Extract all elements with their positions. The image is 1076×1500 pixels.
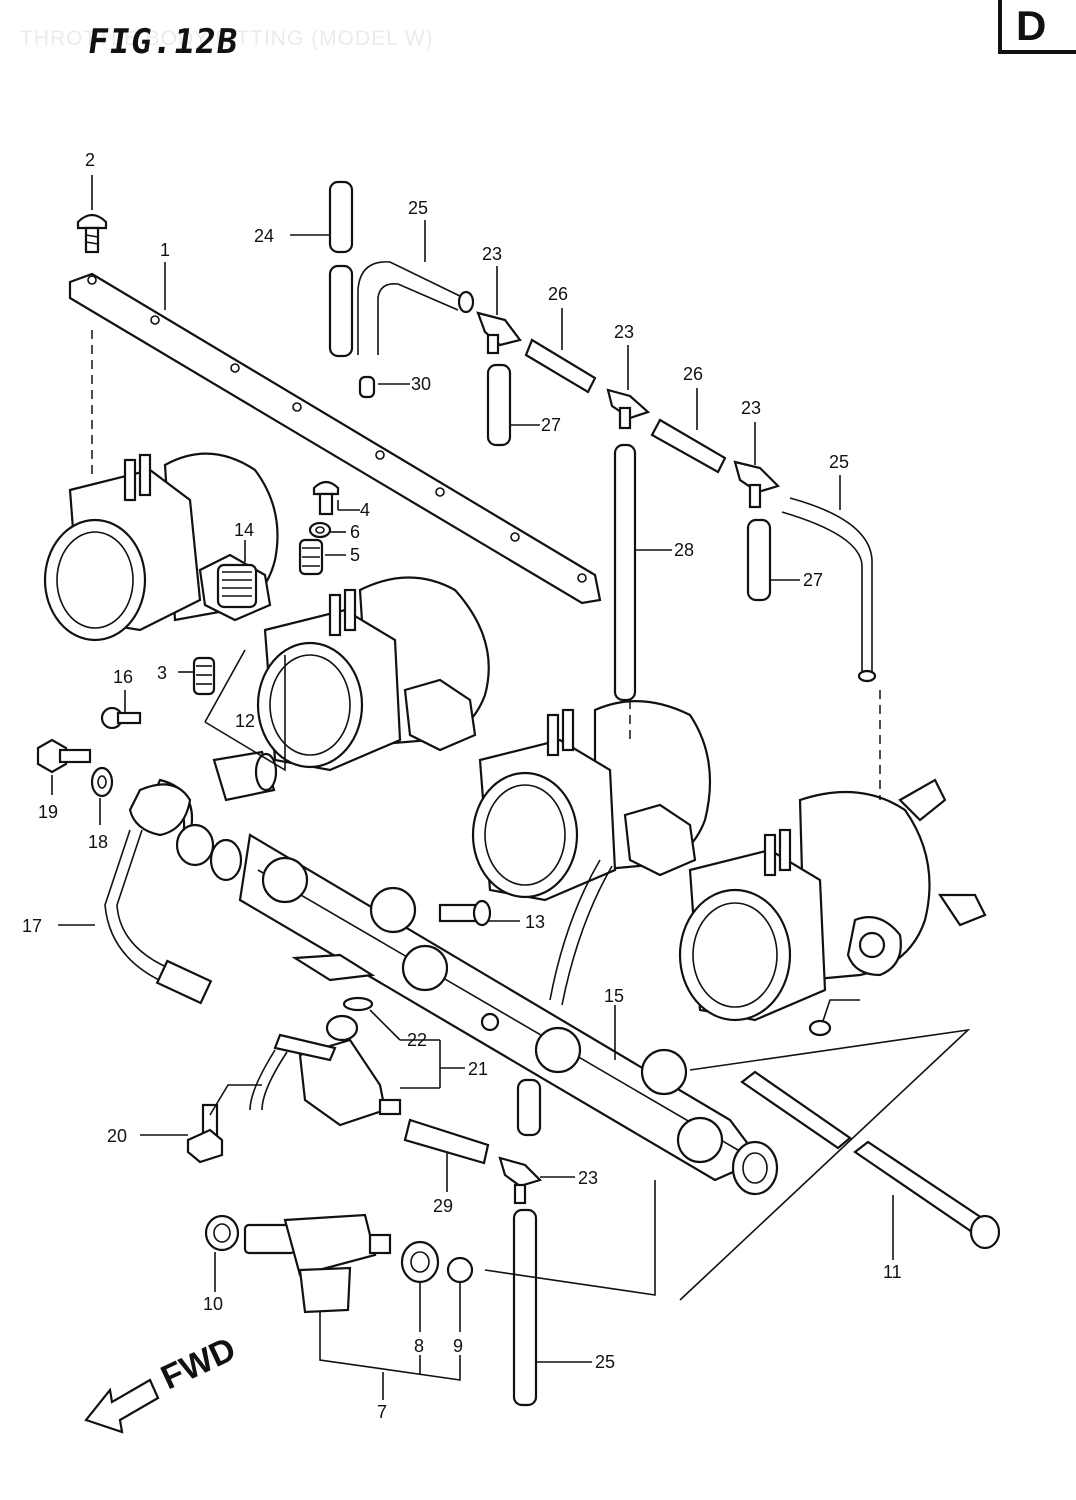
leader-lines bbox=[51, 175, 894, 1400]
callout-23-c: 23 bbox=[741, 398, 761, 418]
callout-8: 8 bbox=[414, 1336, 424, 1356]
callout-23-d: 23 bbox=[578, 1168, 598, 1188]
callout-23-a: 23 bbox=[482, 244, 502, 264]
callout-14: 14 bbox=[234, 520, 254, 540]
callout-16: 16 bbox=[113, 667, 133, 687]
part-26-hose-2 bbox=[650, 418, 727, 474]
part-9-o-ring bbox=[446, 1256, 474, 1284]
section-letter: D bbox=[1016, 2, 1047, 49]
callout-21: 21 bbox=[468, 1059, 488, 1079]
part-22-o-ring bbox=[342, 996, 374, 1012]
callout-17: 17 bbox=[22, 916, 42, 936]
callout-9: 9 bbox=[453, 1336, 463, 1356]
fwd-arrow-icon bbox=[84, 1378, 160, 1434]
callout-15: 15 bbox=[604, 986, 624, 1006]
part-18-washer bbox=[90, 766, 114, 798]
part-12-spacer bbox=[204, 649, 286, 802]
part-20-bolt bbox=[186, 1084, 262, 1164]
part-28-hose bbox=[516, 443, 637, 1137]
callout-27-b: 27 bbox=[803, 570, 823, 590]
callout-20: 20 bbox=[107, 1126, 127, 1146]
callout-3: 3 bbox=[157, 663, 167, 683]
throttle-body-3 bbox=[471, 700, 712, 902]
part-27-hose-2 bbox=[746, 518, 772, 602]
part-11-long-bolt bbox=[679, 1028, 1001, 1301]
callout-27-a: 27 bbox=[541, 415, 561, 435]
throttle-body-1 bbox=[43, 452, 279, 642]
callout-11: 11 bbox=[883, 1262, 902, 1282]
part-24-hose bbox=[328, 180, 354, 358]
callout-25-right: 25 bbox=[829, 452, 849, 472]
callout-6: 6 bbox=[350, 522, 360, 542]
part-8-grommet bbox=[400, 1240, 440, 1284]
throttle-body-4 bbox=[678, 778, 987, 1037]
part-6-washer bbox=[308, 521, 332, 539]
callout-26-a: 26 bbox=[548, 284, 568, 304]
callout-24: 24 bbox=[254, 226, 274, 246]
callout-4: 4 bbox=[360, 500, 370, 520]
part-17-pipe bbox=[104, 778, 243, 1005]
callout-26-b: 26 bbox=[683, 364, 703, 384]
faint-figure-caption: THROTTLE BODY FITTING (MODEL W) bbox=[20, 27, 434, 50]
part-10-seal bbox=[204, 1214, 240, 1252]
part-19-bolt bbox=[36, 738, 92, 774]
part-23-tee-2 bbox=[606, 388, 651, 430]
part-15-fuel-rail bbox=[238, 833, 779, 1196]
part-26-hose-1 bbox=[524, 338, 597, 394]
part-23-tee-3 bbox=[733, 460, 781, 509]
part-5-spring bbox=[298, 538, 324, 576]
part-7-injector bbox=[243, 1213, 392, 1314]
callout-18: 18 bbox=[88, 832, 108, 852]
part-13-bolt bbox=[438, 899, 492, 927]
part-2-screw bbox=[76, 213, 108, 254]
callout-1: 1 bbox=[160, 240, 170, 260]
part-29-hose bbox=[403, 1118, 490, 1165]
throttle-body-2 bbox=[256, 576, 490, 772]
part-3-spring bbox=[192, 656, 216, 696]
callout-12: 12 bbox=[235, 711, 255, 731]
fwd-label: FWD bbox=[155, 1330, 241, 1397]
part-14-spring bbox=[216, 563, 258, 609]
callout-25-lower: 25 bbox=[595, 1352, 615, 1372]
callout-25-upper: 25 bbox=[408, 198, 428, 218]
callout-28: 28 bbox=[674, 540, 694, 560]
part-30-cap bbox=[358, 375, 376, 399]
callout-5: 5 bbox=[350, 545, 360, 565]
part-25-hose-lower bbox=[484, 1180, 656, 1407]
part-21-regulator bbox=[249, 1014, 402, 1127]
callout-19: 19 bbox=[38, 802, 58, 822]
part-16-screw bbox=[100, 706, 142, 730]
callout-23-b: 23 bbox=[614, 322, 634, 342]
callout-30: 30 bbox=[411, 374, 431, 394]
part-27-hose-1 bbox=[486, 363, 512, 447]
part-1-mounting-bar bbox=[68, 272, 602, 605]
part-23-tee-4 bbox=[498, 1156, 543, 1205]
callout-10: 10 bbox=[203, 1294, 223, 1314]
part-25-hose-upper bbox=[357, 261, 475, 355]
callout-13: 13 bbox=[525, 912, 545, 932]
section-box bbox=[998, 0, 1076, 54]
callout-22: 22 bbox=[407, 1030, 427, 1050]
callout-29: 29 bbox=[433, 1196, 453, 1216]
callout-2: 2 bbox=[85, 150, 95, 170]
part-4-screw bbox=[312, 480, 340, 516]
part-23-tee-1 bbox=[476, 311, 522, 355]
callout-7: 7 bbox=[377, 1402, 387, 1422]
part-25-hose-right bbox=[629, 497, 881, 800]
